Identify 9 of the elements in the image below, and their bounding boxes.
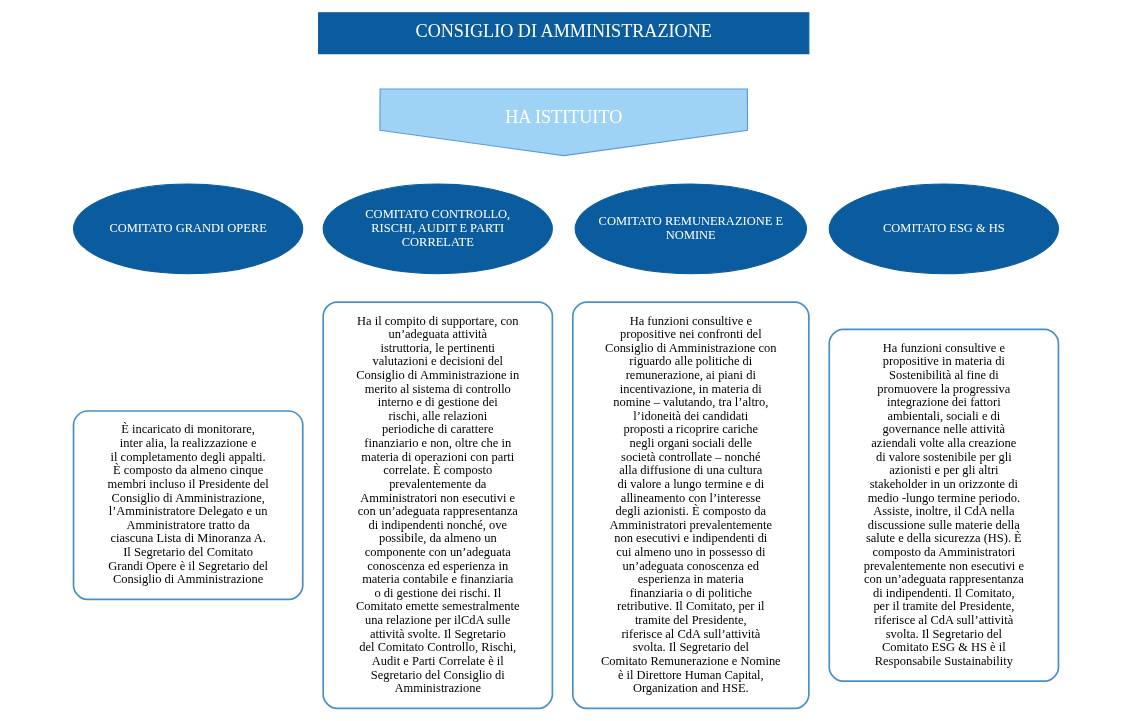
node-box: È incaricato di monitorare, inter alia, la realizzazione e il completamento degli appalti. È composto da almeno cinque membri incluso il Presidente del Consiglio di Amministrazione, l’Amministratore Delegato e un Amministratore tratto da ciascuna Lista di Minoranza A. Il Segretario del Comitato Grandi Opere è il Segretario del Consiglio di Amministrazione	[72, 410, 304, 601]
node-box: Ha funzioni consultive e propositive nei confronti del Consiglio di Amministrazione con riguardo alle politiche di remunerazione, ai piani di incentivazione, in materia di nomine – valutando, tra l’altro, l’idoneità dei candidati proposti a ricoprire cariche negli organi sociali delle società controllate – nonché alla diffusione di una cultura di valore a lungo termine e di allineamento con l’interesse degli azionisti. È composto da Amministratori prevalentemente non esecutivi e indipendenti di cui almeno uno in possesso di un’adeguata conoscenza ed esperienza in materia finanziaria o di politiche retributive. Il Comitato, per il tramite del Presidente, riferisce al CdA sull’attività svolta. Il Segretario del Comitato Remunerazione e Nomine è il Direttore Human Capital, Organization and HSE.	[571, 301, 810, 710]
node-box: CONSIGLIO DI AMMINISTRAZIONE	[318, 12, 810, 55]
node-ellipse: COMITATO REMUNERAZIONE E NOMINE	[574, 183, 808, 275]
node-ellipse: COMITATO ESG & HS	[828, 183, 1060, 275]
node-ellipse: COMITATO GRANDI OPERE	[72, 183, 304, 275]
node-box: Ha funzioni consultive e propositive in materia di Sostenibilità al fine di promuovere la progressiva integrazione dei fattori ambientali, sociali e di governance nelle attività aziendali volte alla creazione di valore sostenibile per gli azionisti e per gli altri stakeholder in un orizzonte di medio -lungo termine periodo. Assiste, inoltre, il CdA nella discussione sulle materie della salute e della sicurezza (HS). È composto da Amministratori prevalentemente non esecutivi e con un’adeguata rappresentanza di indipendenti. Il Comitato, per il tramite del Presidente, riferisce al CdA sull’attività svolta. Il Segretario del Comitato ESG & HS è il Responsabile Sustainability	[828, 328, 1060, 682]
node-ellipse: COMITATO CONTROLLO, RISCHI, AUDIT E PARTI CORRELATE	[322, 183, 553, 275]
node-box: Ha il compito di supportare, con un’adeguata attività istruttoria, le pertinenti valutazioni e decisioni del Consiglio di Amministrazione in merito al sistema di controllo interno e di gestione dei rischi, alle relazioni periodiche di carattere finanziario e non, oltre che in materia di operazioni con parti correlate. È composto prevalentemente da Amministratori non esecutivi e con un’adeguata rappresentanza di indipendenti nonché, ove possibile, da almeno un componente con un’adeguata conoscenza ed esperienza in materia contabile e finanziaria o di gestione dei rischi. Il Comitato emette semestralmente una relazione per ilCdA sulle attività svolte. Il Segretario del Comitato Controllo, Rischi, Audit e Parti Correlate è il Segretario del Consiglio di Amministrazione	[322, 301, 554, 710]
